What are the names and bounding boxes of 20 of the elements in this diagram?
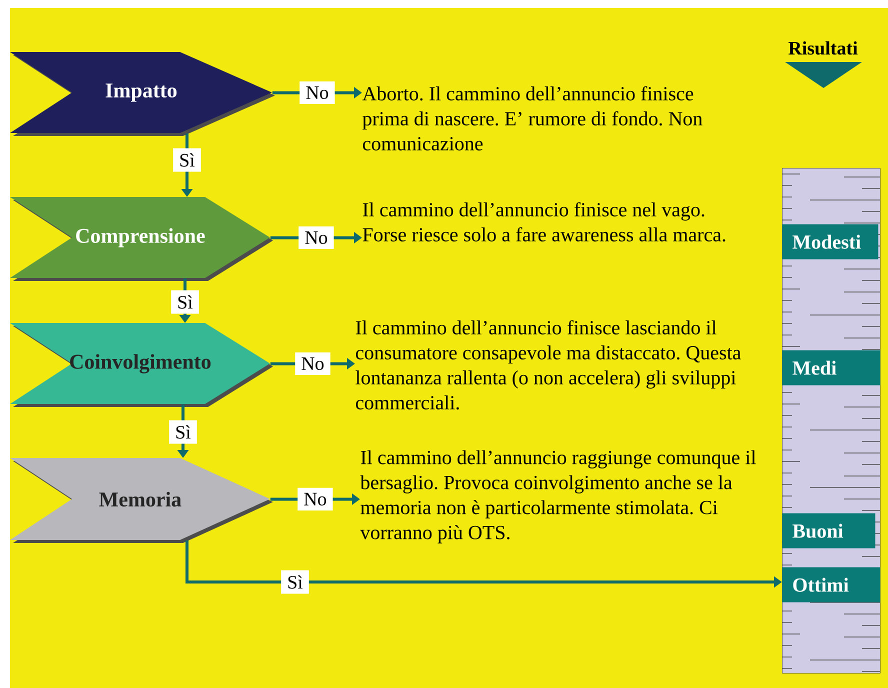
result-band: Medi [782, 350, 880, 386]
edge-label: No [300, 81, 335, 104]
chevron-box: Coinvolgimento [10, 323, 273, 407]
chevron-box: Impatto [10, 52, 275, 136]
edge-label: Sì [281, 570, 309, 594]
outcome-text: Aborto. Il cammino dell’annuncio finisce prima di nascere. E’ rumore di fondo. Non comunicazione [362, 86, 702, 150]
outcome-text: Il cammino dell’annuncio finisce nel vago. Forse riesce solo a fare awareness alla marca. [362, 202, 726, 242]
chevron-box: Comprensione [10, 197, 273, 281]
chevron-box: Memoria [10, 458, 273, 543]
result-band: Buoni [782, 513, 876, 548]
edge-label: Sì [173, 148, 201, 172]
edge-label: Sì [171, 290, 199, 314]
edge-label: No [298, 488, 333, 511]
result-band: Modesti [782, 224, 878, 260]
edge-label: Sì [169, 420, 197, 444]
edge-label: No [295, 352, 330, 376]
edge-label: No [298, 226, 334, 250]
result-band: Ottimi [782, 567, 880, 602]
outcome-text: Il cammino dell’annuncio raggiunge comunque il bersaglio. Provoca coinvolgimento anche se la memoria non è particolarmente stimolata. Ci vorranno più OTS. [360, 450, 756, 544]
outcome-text: Il cammino dell’annuncio finisce lasciando il consumatore consapevole ma distaccato. Questa lontananza rallenta (o non accelera) gli sviluppi commerciali. [356, 320, 741, 410]
